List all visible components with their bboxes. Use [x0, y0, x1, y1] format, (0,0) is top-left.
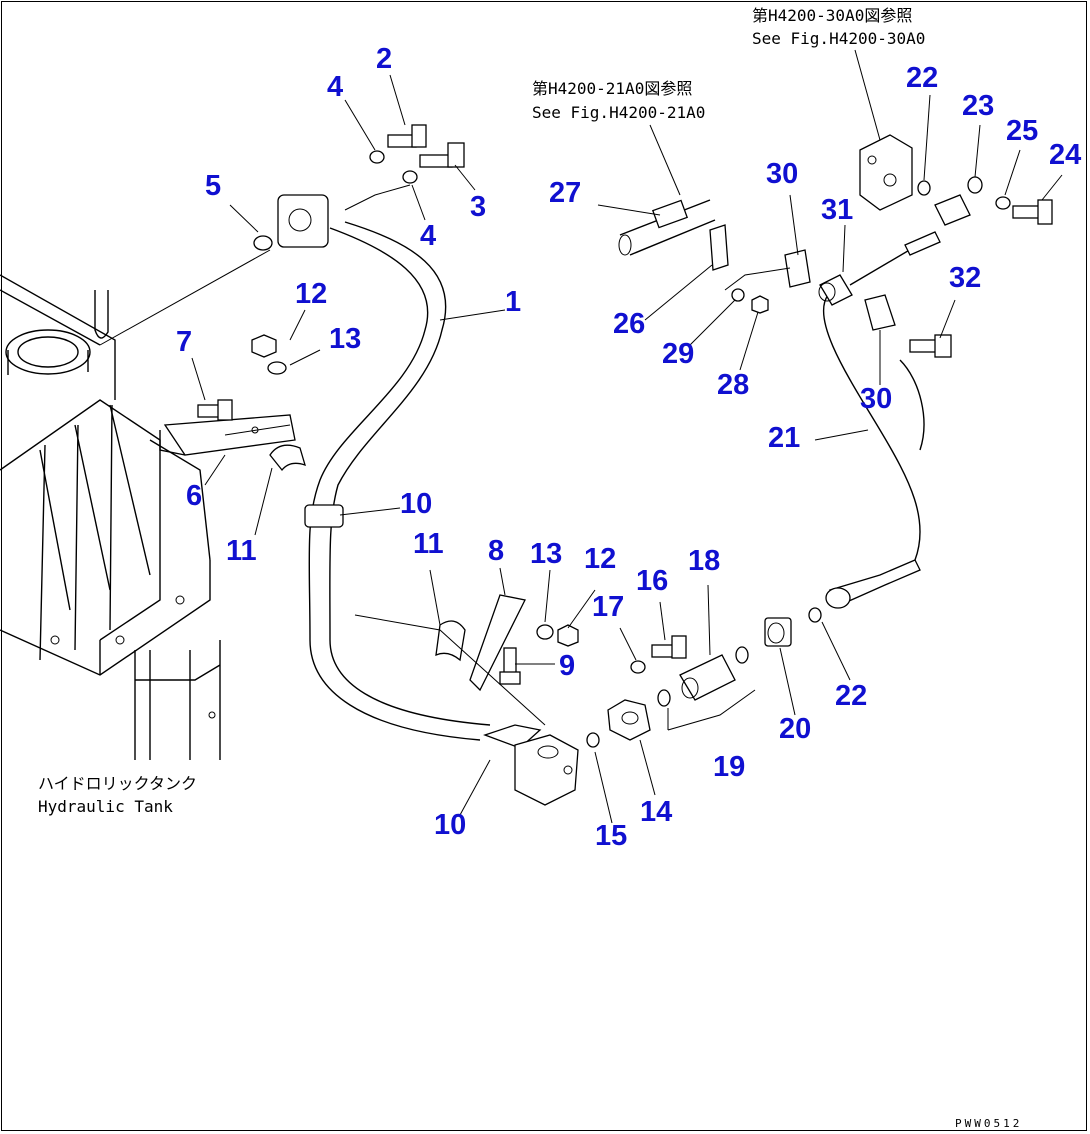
tank-label-jp: ハイドロリックタンク — [38, 774, 198, 793]
callout-24: 24 — [1049, 139, 1082, 171]
callout-20: 20 — [779, 713, 812, 745]
callout-9: 9 — [559, 650, 576, 682]
callout-18: 18 — [688, 545, 721, 577]
callout-26: 26 — [613, 308, 646, 340]
callout-10-upper: 10 — [400, 488, 433, 520]
callout-12-lower: 12 — [584, 543, 617, 575]
pipe-ref-21a0 — [618, 199, 811, 314]
callout-30-lower: 30 — [860, 383, 893, 415]
callout-22-upper: 22 — [906, 62, 939, 94]
nut-12-upper — [251, 334, 277, 358]
callout-19: 19 — [713, 751, 746, 783]
callout-15: 15 — [595, 820, 628, 852]
callout-7: 7 — [176, 326, 193, 358]
callout-21: 21 — [768, 422, 801, 454]
hydraulic-hose — [277, 194, 491, 741]
callout-11-center: 11 — [413, 528, 444, 560]
pipe-block — [483, 724, 579, 806]
fitting-18-assembly — [657, 646, 749, 707]
clamp-11-upper — [269, 444, 306, 472]
bolt-7 — [197, 399, 233, 421]
reference-note-30a0-en: See Fig.H4200-30A0 — [752, 29, 926, 48]
bracket-6 — [159, 414, 296, 456]
callout-12-upper: 12 — [295, 278, 328, 310]
hose-21 — [818, 231, 941, 609]
callout-11-left: 11 — [226, 535, 257, 567]
callout-28: 28 — [717, 369, 750, 401]
bracket-8-assembly — [435, 594, 579, 692]
bolts-2-3 — [369, 124, 465, 184]
callout-22-lower: 22 — [835, 680, 868, 712]
connector-20 — [764, 607, 822, 647]
tank-label-en: Hydraulic Tank — [38, 797, 173, 816]
callout-5: 5 — [205, 170, 222, 202]
callout-1: 1 — [505, 286, 522, 318]
callout-30-upper: 30 — [766, 158, 799, 190]
callout-25: 25 — [1006, 115, 1039, 147]
callout-23: 23 — [962, 90, 995, 122]
callout-10-lower: 10 — [434, 809, 467, 841]
leader-lines — [99, 49, 1063, 824]
drawing-code: PWW0512 — [955, 1117, 1023, 1130]
callout-29: 29 — [662, 338, 695, 370]
callout-2: 2 — [376, 43, 393, 75]
valve-block-ref — [859, 134, 931, 211]
callout-6: 6 — [186, 480, 203, 512]
callout-31: 31 — [821, 194, 854, 226]
callout-3: 3 — [470, 191, 487, 223]
clamp-30-bolt-32 — [864, 294, 952, 358]
o-ring-5 — [253, 235, 273, 251]
callout-17: 17 — [592, 591, 625, 623]
callout-27: 27 — [549, 177, 582, 209]
reference-note-21a0-jp: 第H4200-21A0図参照 — [532, 79, 693, 98]
callout-4-upper: 4 — [327, 71, 344, 103]
callout-14: 14 — [640, 796, 673, 828]
reference-note-21a0-en: See Fig.H4200-21A0 — [532, 103, 706, 122]
washer-13-upper — [267, 361, 287, 375]
clamp-bolt-23-24-25 — [934, 176, 1053, 226]
callout-4-lower: 4 — [420, 220, 437, 252]
flange-14-assembly — [586, 635, 687, 748]
callout-8: 8 — [488, 535, 505, 567]
callout-13-lower: 13 — [530, 538, 563, 570]
callout-32: 32 — [949, 262, 982, 294]
callout-16: 16 — [636, 565, 669, 597]
reference-note-30a0-jp: 第H4200-30A0図参照 — [752, 6, 913, 25]
callout-13-upper: 13 — [329, 323, 362, 355]
